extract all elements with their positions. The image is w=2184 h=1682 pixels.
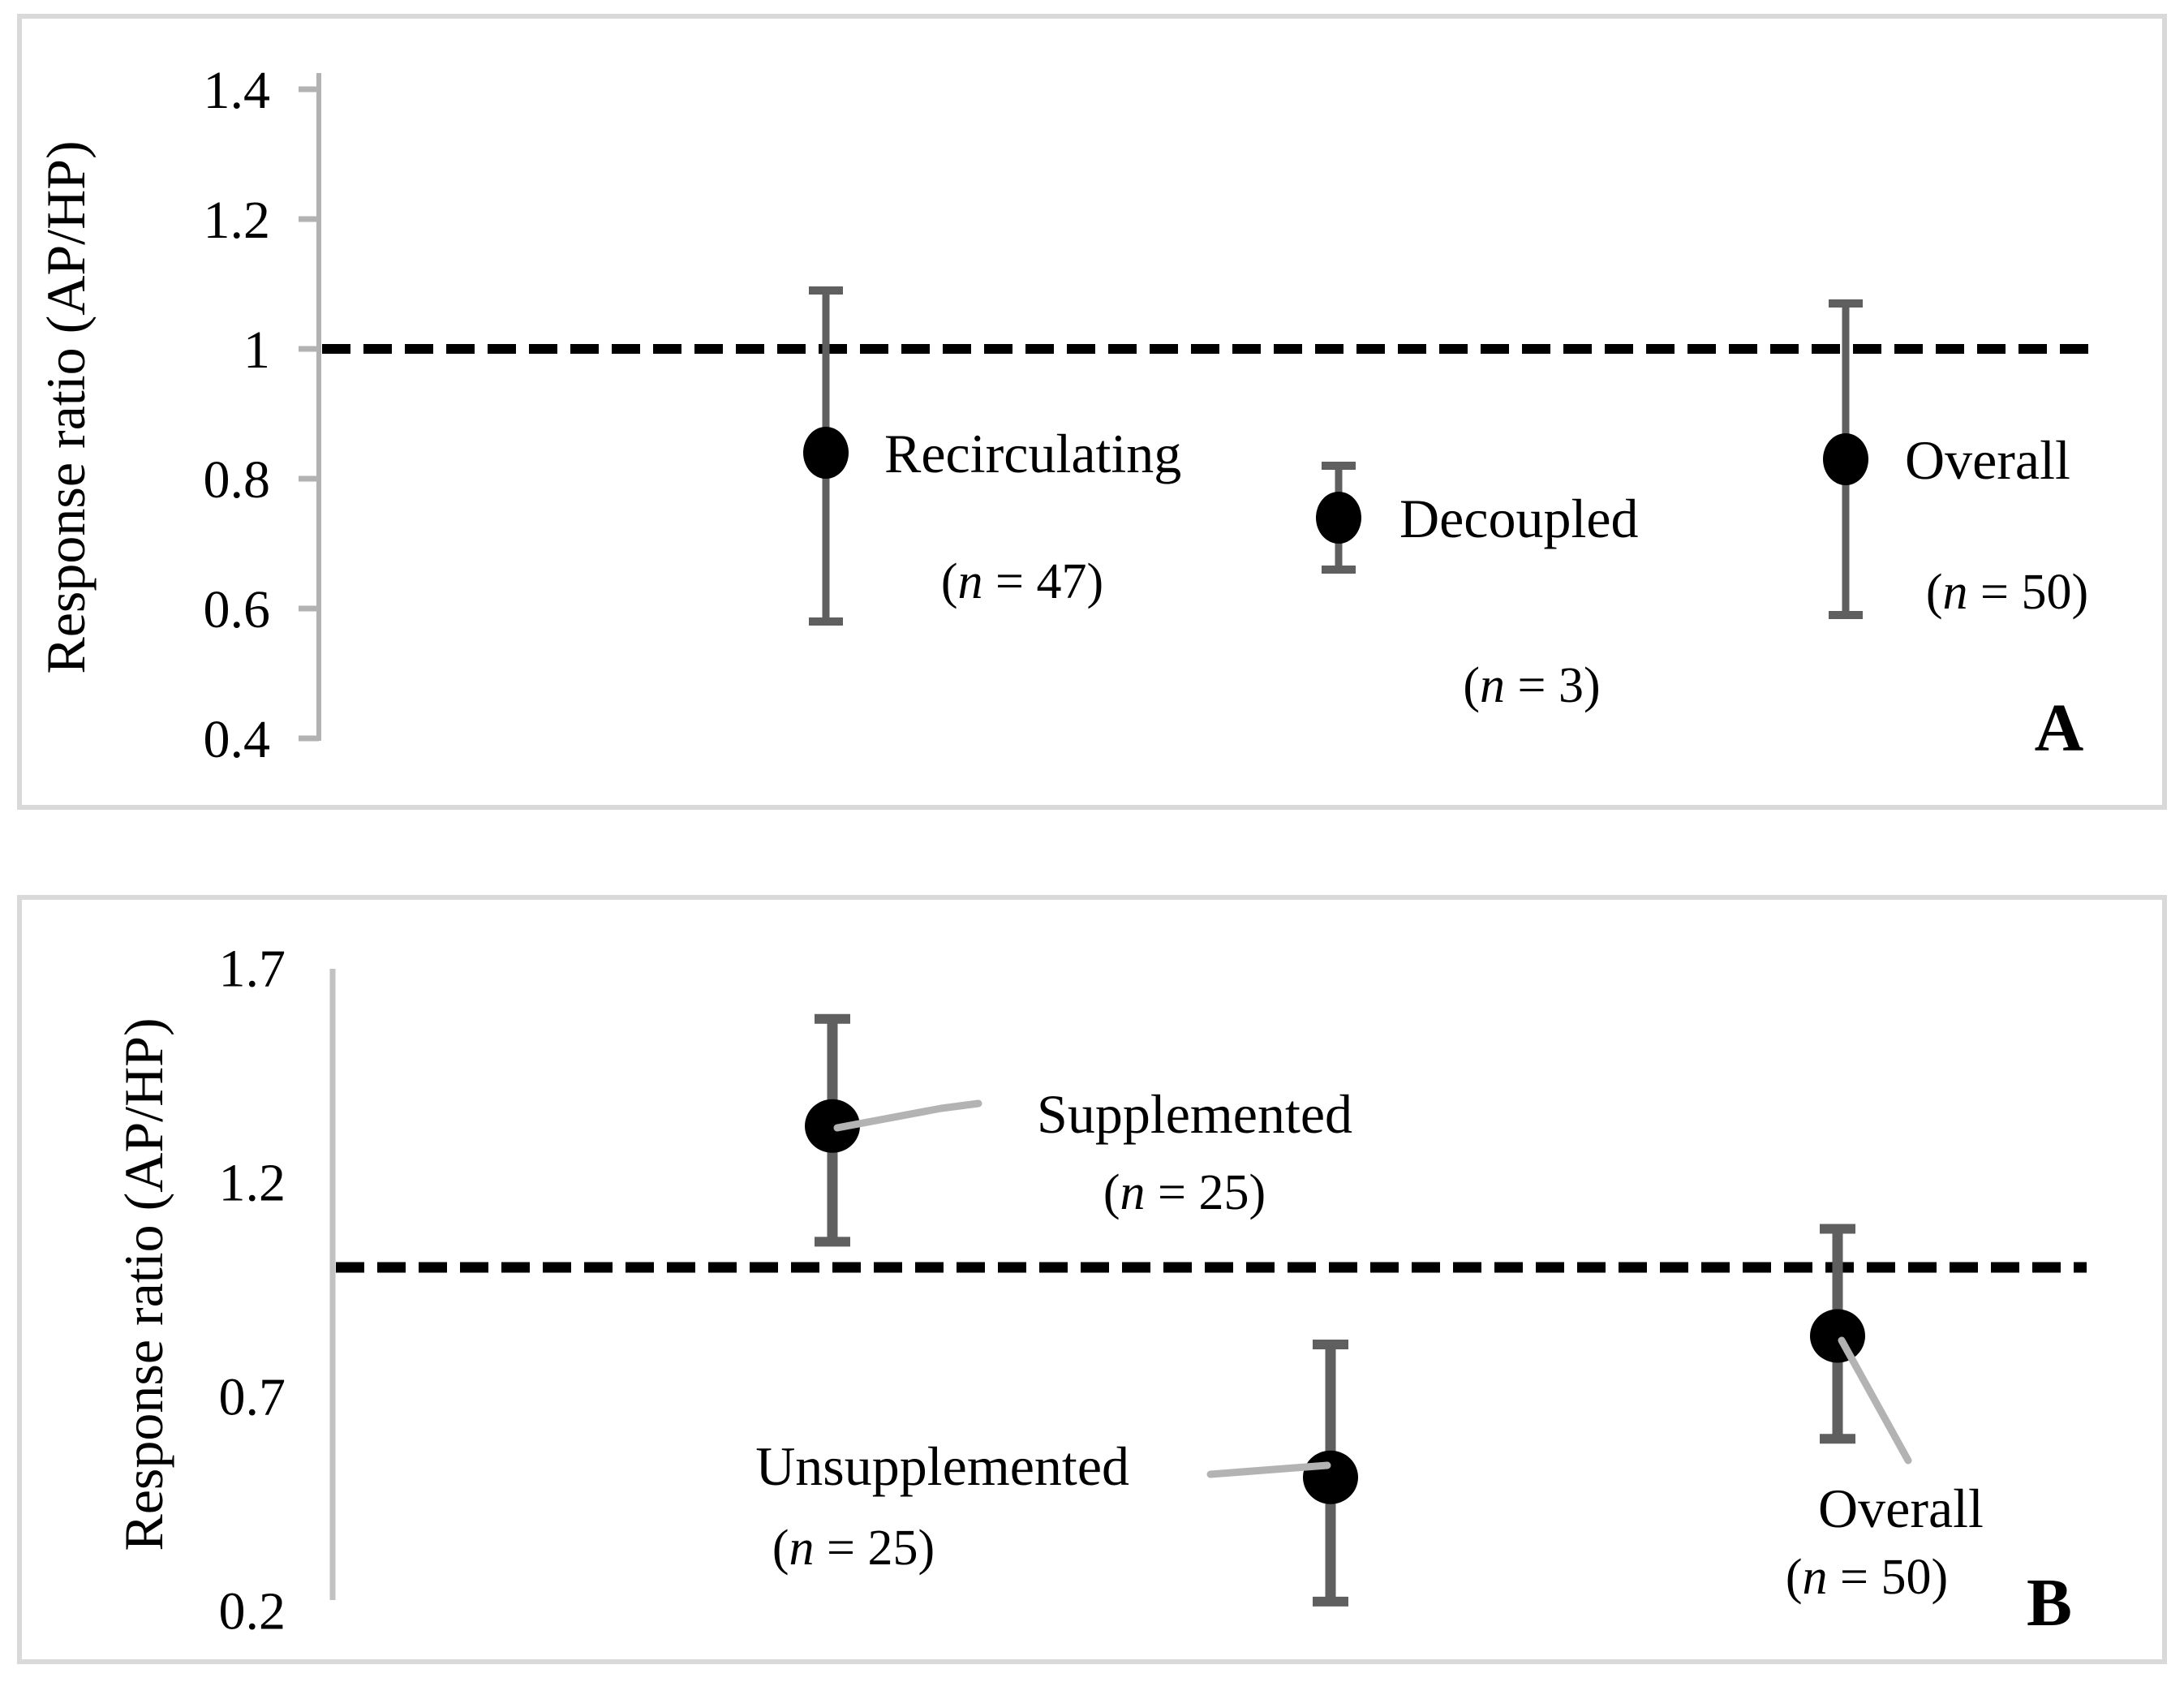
n-label-var: n: [789, 1521, 815, 1576]
n-label-open: (: [1463, 658, 1480, 713]
group-label: Recirculating: [884, 423, 1181, 484]
n-label-open: (: [1926, 565, 1943, 620]
mean-point: [1823, 433, 1868, 485]
y-axis-title: Response ratio (AP/HP): [35, 140, 97, 673]
y-axis-tick-label: 0.8: [204, 450, 271, 510]
y-axis-tick-label: 1.2: [204, 191, 271, 250]
panel-b-border: [17, 895, 2167, 1664]
leader-line: [1206, 1461, 1331, 1478]
group-overall: Overall (n = 50): [1823, 299, 2088, 620]
group-n-label: (n = 25): [1103, 1165, 1266, 1220]
panel-letter-a: A: [2035, 690, 2084, 766]
y-axis-tick-label: 1: [243, 320, 270, 380]
group-label: Decoupled: [1399, 488, 1639, 549]
mean-point: [1810, 1309, 1865, 1363]
y-axis-tick-label: 0.7: [219, 1367, 286, 1426]
y-axis-tick-label: 1.2: [219, 1153, 286, 1212]
mean-point: [1303, 1450, 1358, 1504]
group-label: Unsupplemented: [755, 1435, 1129, 1497]
n-label-open: (: [941, 554, 958, 609]
y-axis-tick-label: 0.2: [219, 1581, 286, 1641]
panel-b: 1.7 1.2 0.7 0.2 Response ratio (AP/HP) Supple…: [17, 895, 2167, 1664]
y-axis-tick-label: 1.4: [204, 61, 271, 120]
n-label-value: = 47): [983, 554, 1104, 609]
leader-line: [1838, 1336, 1912, 1465]
group-decoupled: Decoupled (n = 3): [1316, 462, 1639, 713]
n-label-open: (: [772, 1521, 789, 1576]
mean-point: [1316, 492, 1361, 544]
leader-line: [833, 1099, 982, 1132]
y-axis-tick-label: 1.7: [219, 939, 286, 998]
group-recirculating: Recirculating (n = 47): [803, 286, 1181, 626]
panel-a-border: [17, 14, 2167, 810]
group-overall: Overall (n = 50): [1786, 1224, 1984, 1605]
n-label-value: = 50): [1828, 1550, 1949, 1605]
group-n-label: (n = 25): [772, 1521, 935, 1576]
n-label-var: n: [1120, 1165, 1146, 1220]
n-label-var: n: [1803, 1550, 1828, 1605]
n-label-var: n: [1480, 658, 1505, 713]
group-n-label: (n = 50): [1926, 565, 2088, 620]
mean-point: [805, 1099, 860, 1153]
n-label-var: n: [958, 554, 983, 609]
group-label: Overall: [1818, 1478, 1984, 1539]
n-label-var: n: [1943, 565, 1968, 620]
panel-a: 1.4 1.2 1 0.8 0.6 0.4 Response ratio (AP/HP) Re…: [17, 14, 2167, 810]
y-axis-title: Response ratio (AP/HP): [113, 1017, 174, 1551]
n-label-value: = 25): [1146, 1165, 1266, 1220]
n-label-open: (: [1103, 1165, 1120, 1220]
n-label-open: (: [1786, 1550, 1803, 1605]
group-unsupplemented: Unsupplemented (n = 25): [755, 1340, 1358, 1607]
group-n-label: (n = 3): [1463, 658, 1600, 713]
n-label-value: = 3): [1505, 658, 1601, 713]
y-axis-tick-label: 0.6: [204, 580, 271, 639]
n-label-value: = 25): [815, 1521, 935, 1576]
mean-point: [803, 427, 849, 479]
group-supplemented: Supplemented (n = 25): [805, 1013, 1352, 1247]
group-label: Overall: [1905, 429, 2070, 491]
group-n-label: (n = 50): [1786, 1550, 1948, 1605]
y-axis-tick-label: 0.4: [204, 710, 271, 769]
group-n-label: (n = 47): [941, 554, 1103, 609]
group-label: Supplemented: [1037, 1083, 1352, 1145]
n-label-value: = 50): [1968, 565, 2089, 620]
panel-letter-b: B: [2027, 1565, 2072, 1641]
